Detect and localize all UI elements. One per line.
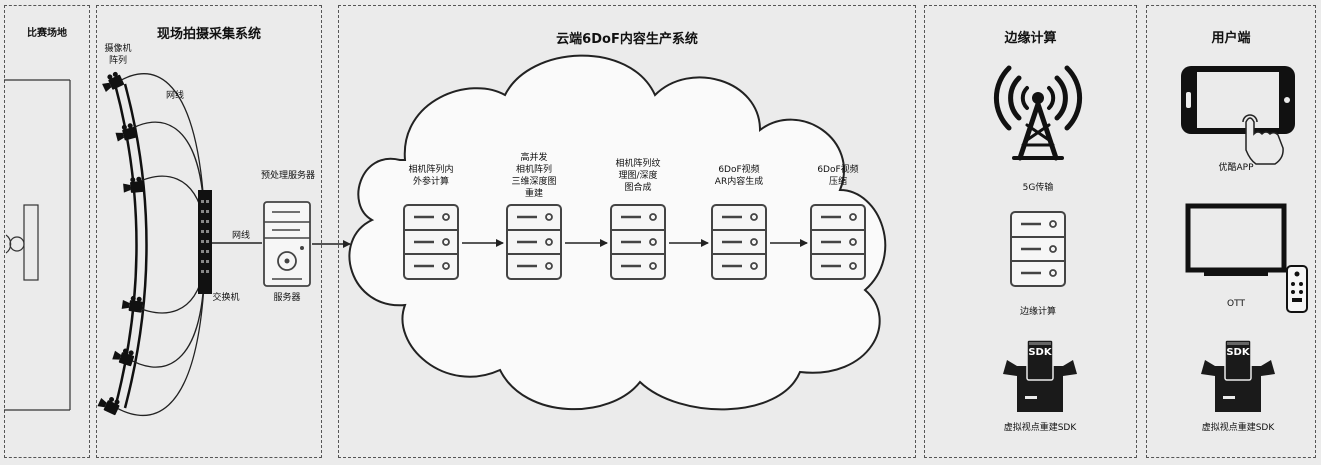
phone-icon: [1181, 66, 1295, 165]
cloud-title: 云端6DoF内容生产系统: [556, 32, 698, 47]
server-label: 服务器: [273, 293, 301, 303]
edge-title: 边缘计算: [1004, 31, 1057, 46]
5g-tower-icon: [993, 65, 1083, 161]
user-title: 用户端: [1211, 31, 1251, 46]
cloud-step-4-label: 6DoF视频 AR内容生成: [714, 165, 764, 187]
capture-title: 现场拍摄采集系统: [156, 27, 261, 42]
network-label-top: 网线: [165, 91, 184, 101]
network-label-mid: 网线: [231, 231, 250, 241]
phone-label: 优酷APP: [1218, 163, 1254, 173]
remote-icon: [1286, 265, 1308, 313]
capture-panel: 现场拍摄采集系统: [96, 5, 322, 458]
tv-label: OTT: [1227, 299, 1245, 309]
edge-sdk-badge: SDK: [1028, 347, 1052, 358]
5g-label: 5G传输: [1022, 183, 1054, 193]
field-panel: 比赛场地: [4, 5, 90, 458]
tv-icon: [1185, 203, 1287, 276]
preprocess-server-icon: [263, 201, 311, 287]
switch-icon: [198, 190, 212, 294]
edge-panel: 边缘计算: [924, 5, 1137, 458]
user-panel: 用户端: [1146, 5, 1316, 458]
cloud-panel: 云端6DoF内容生产系统: [338, 5, 916, 458]
user-sdk-label: 虚拟视点重建SDK: [1201, 423, 1275, 433]
cloud-step-2-label: 高并发 相机阵列 三维深度图 重建: [511, 153, 557, 199]
cloud-step-5-label: 6DoF视频 压缩: [817, 165, 859, 187]
edge-server-icon: [1009, 210, 1067, 288]
camera-array-label: 摄像机 阵列: [104, 44, 132, 66]
cloud-step-1-label: 相机阵列内 外参计算: [408, 165, 454, 187]
edge-server-label: 边缘计算: [1019, 307, 1056, 317]
switch-label: 交换机: [212, 293, 240, 303]
user-sdk-badge: SDK: [1226, 347, 1250, 358]
cloud-step-3-label: 相机阵列纹 理图/深度 图合成: [615, 159, 661, 193]
field-title: 比赛场地: [27, 28, 67, 39]
edge-sdk-label: 虚拟视点重建SDK: [1003, 423, 1077, 433]
preprocess-label: 预处理服务器: [260, 171, 315, 181]
field-drawing: [4, 79, 71, 411]
